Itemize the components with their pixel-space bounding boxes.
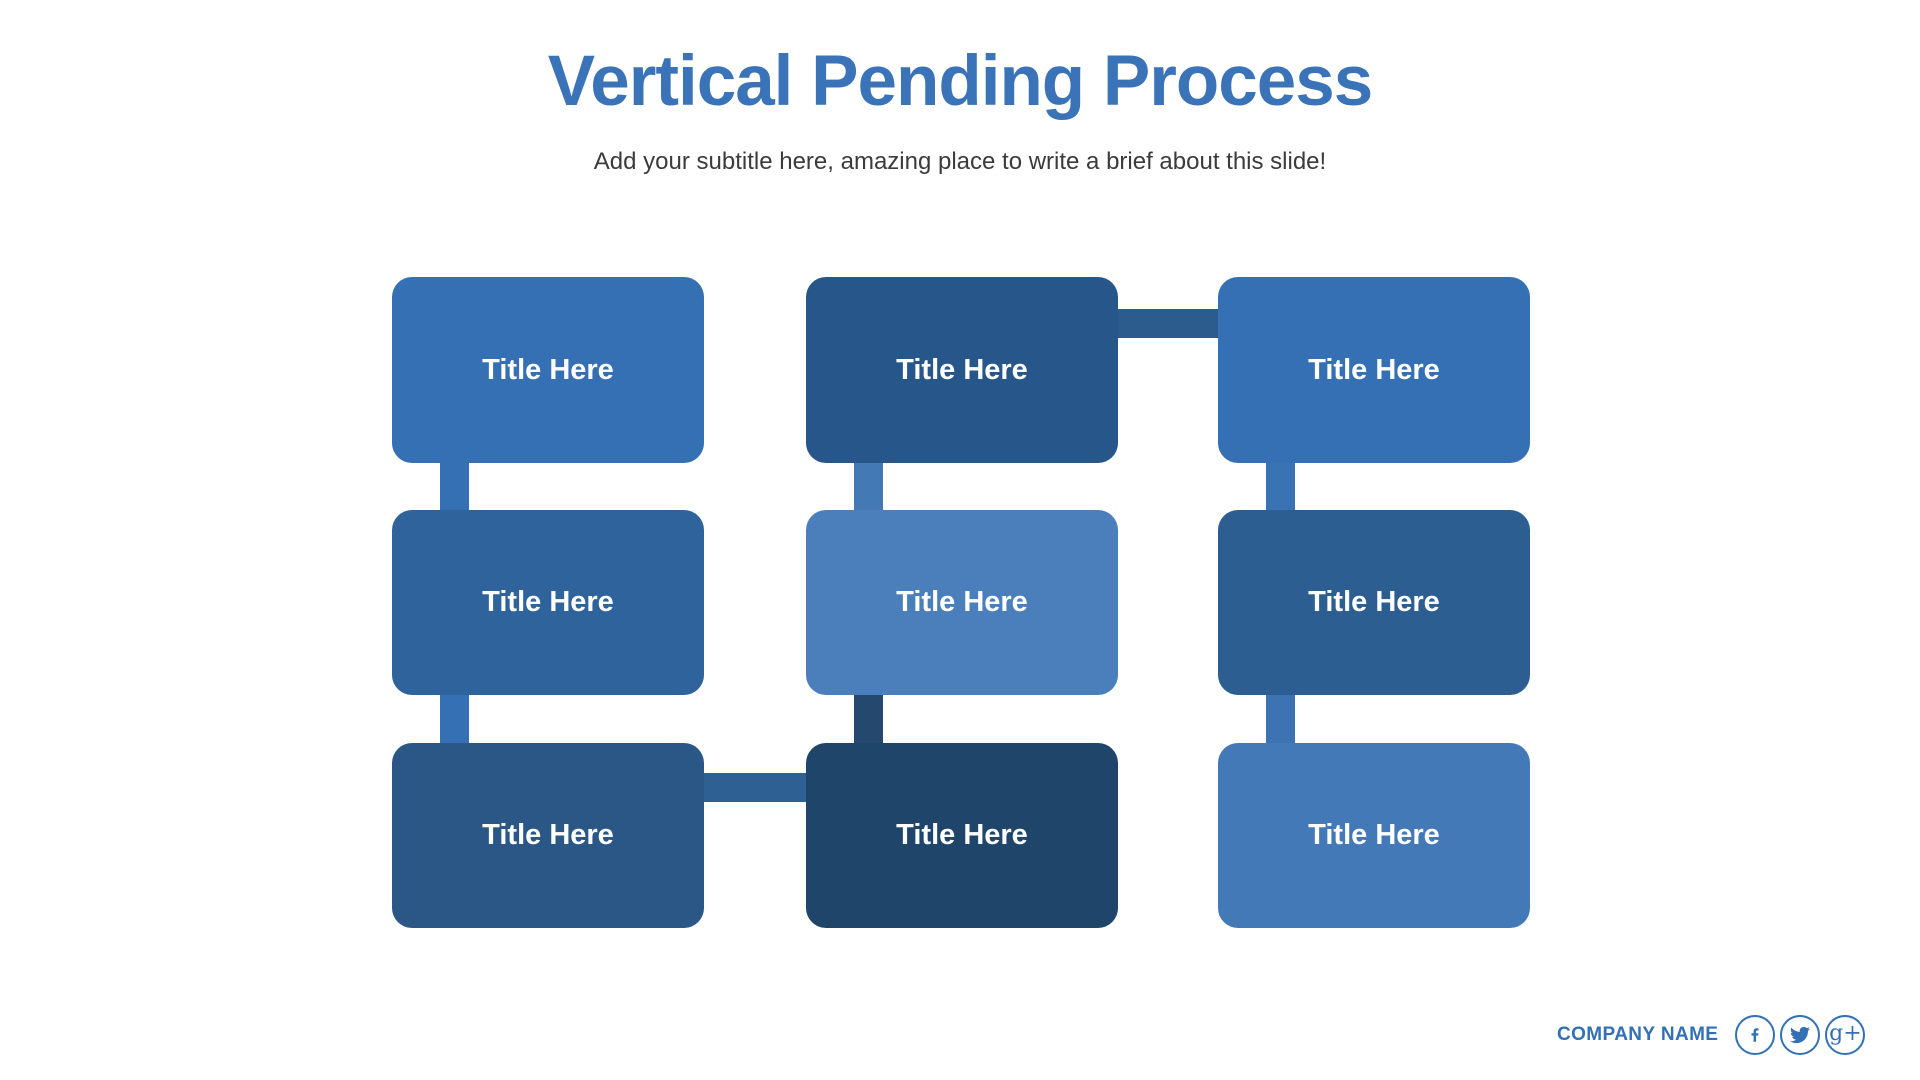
footer: COMPANY NAME g+ [1557, 1015, 1866, 1055]
process-box-col1-row3: Title Here [392, 743, 704, 928]
process-box-col2-row1: Title Here [806, 277, 1118, 463]
process-box-label: Title Here [1308, 586, 1440, 618]
process-box-label: Title Here [1308, 353, 1440, 386]
googleplus-glyph: g+ [1829, 1021, 1862, 1046]
process-box-label: Title Here [896, 586, 1028, 618]
connector-col1-row1-row2 [440, 458, 469, 514]
slide-subtitle: Add your subtitle here, amazing place to… [593, 148, 1327, 175]
process-box-col2-row2: Title Here [806, 510, 1118, 695]
connector-row3-col1-col2 [698, 773, 812, 802]
connector-col2-row1-row2 [854, 458, 883, 514]
connector-col2-row2-row3 [854, 691, 883, 747]
process-box-label: Title Here [482, 586, 614, 618]
process-box-label: Title Here [896, 819, 1028, 851]
connector-col3-row2-row3 [1266, 691, 1295, 747]
company-name: COMPANY NAME [1557, 1024, 1719, 1045]
process-box-col2-row3: Title Here [806, 743, 1118, 928]
process-box-col3-row1: Title Here [1218, 277, 1530, 463]
slide-title: Vertical Pending Process [547, 42, 1373, 121]
facebook-icon[interactable] [1735, 1015, 1776, 1055]
process-box-label: Title Here [896, 353, 1028, 386]
process-box-label: Title Here [482, 353, 614, 386]
twitter-icon[interactable] [1780, 1015, 1821, 1055]
process-box-col1-row2: Title Here [392, 510, 704, 695]
connector-col1-row2-row3 [440, 691, 469, 747]
connector-row1-col2-col3 [1112, 309, 1224, 338]
twitter-glyph [1790, 1026, 1811, 1044]
process-box-label: Title Here [482, 819, 614, 851]
process-box-label: Title Here [1308, 819, 1440, 851]
facebook-glyph [1751, 1028, 1759, 1042]
process-box-col3-row2: Title Here [1218, 510, 1530, 695]
process-box-col3-row3: Title Here [1218, 743, 1530, 928]
connector-col3-row1-row2 [1266, 458, 1295, 514]
process-box-col1-row1: Title Here [392, 277, 704, 463]
googleplus-icon[interactable]: g+ [1825, 1015, 1866, 1055]
